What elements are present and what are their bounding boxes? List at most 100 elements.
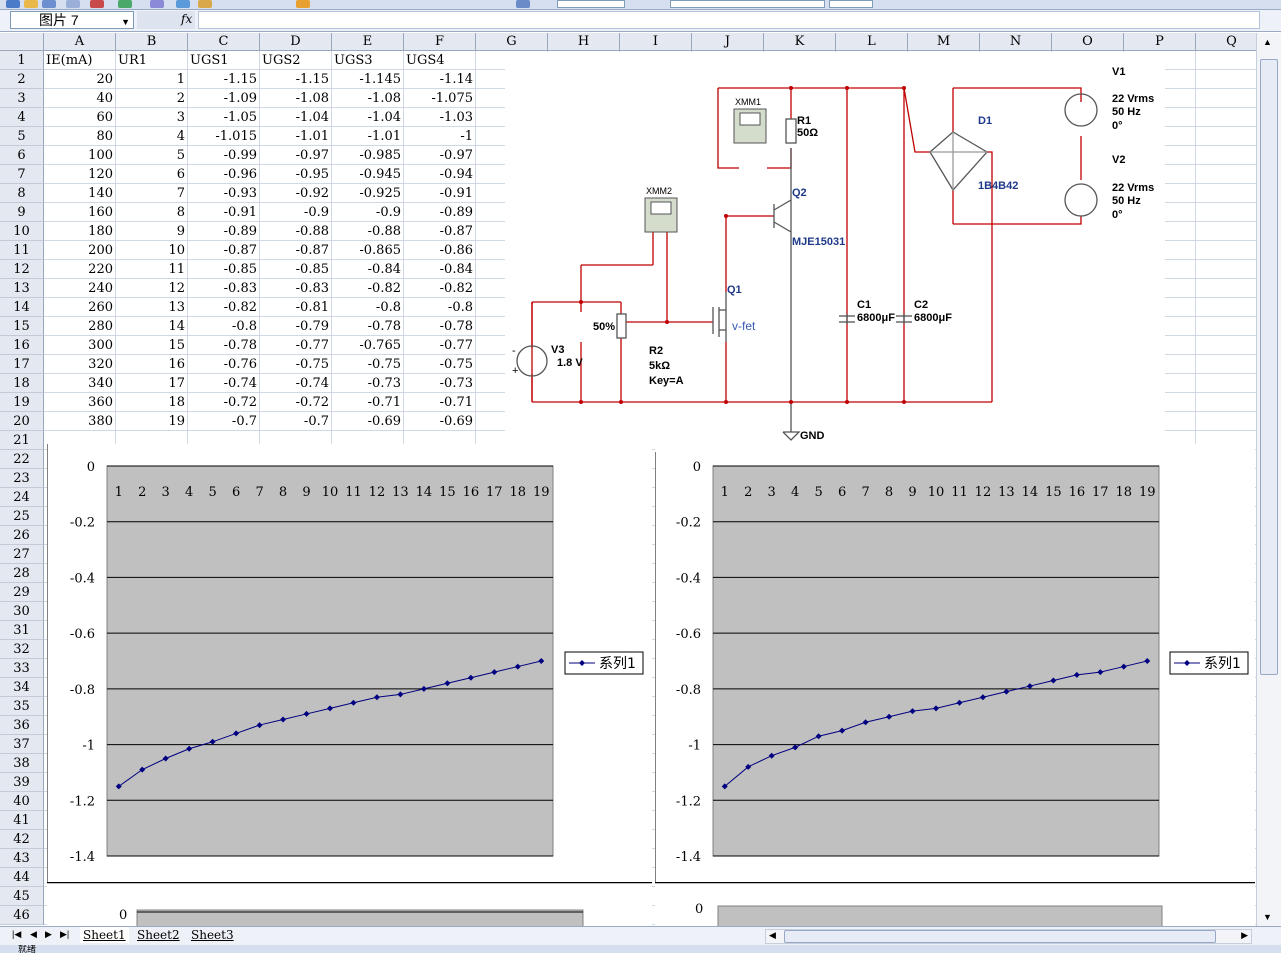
data-cell[interactable]: -0.84 bbox=[439, 262, 473, 277]
row-header-46[interactable]: 46 bbox=[0, 906, 44, 925]
row-header-31[interactable]: 31 bbox=[0, 621, 44, 640]
data-point[interactable] bbox=[538, 658, 545, 664]
save-icon[interactable] bbox=[42, 0, 56, 8]
data-cell[interactable]: -0.87 bbox=[295, 243, 329, 258]
row-header-34[interactable]: 34 bbox=[0, 678, 44, 697]
row-header-43[interactable]: 43 bbox=[0, 849, 44, 868]
tab-sheet3[interactable]: Sheet3 bbox=[191, 928, 234, 942]
data-cell[interactable]: -0.88 bbox=[295, 224, 329, 239]
data-point[interactable] bbox=[815, 733, 822, 740]
row-header-3[interactable]: 3 bbox=[0, 89, 44, 108]
next-sheet-icon[interactable]: ▶ bbox=[45, 929, 52, 939]
data-cell[interactable]: -0.78 bbox=[439, 319, 473, 334]
data-cell[interactable]: -1.15 bbox=[295, 72, 329, 87]
data-cell[interactable]: -0.82 bbox=[439, 281, 473, 296]
data-point[interactable] bbox=[768, 752, 775, 759]
row-header-11[interactable]: 11 bbox=[0, 241, 44, 260]
data-cell[interactable]: -0.85 bbox=[295, 262, 329, 277]
data-cell[interactable]: -0.82 bbox=[367, 281, 401, 296]
data-cell[interactable]: 8 bbox=[176, 205, 185, 220]
row-header-42[interactable]: 42 bbox=[0, 830, 44, 849]
row-header-13[interactable]: 13 bbox=[0, 279, 44, 298]
data-cell[interactable]: -0.75 bbox=[439, 357, 473, 372]
data-point[interactable] bbox=[303, 710, 310, 717]
data-cell[interactable]: 200 bbox=[88, 243, 113, 258]
data-point[interactable] bbox=[979, 694, 986, 701]
data-cell[interactable]: -1.15 bbox=[223, 72, 257, 87]
legend[interactable] bbox=[564, 651, 644, 675]
data-cell[interactable]: 18 bbox=[168, 395, 185, 410]
data-cell[interactable]: -0.8 bbox=[231, 319, 257, 334]
row-header-10[interactable]: 10 bbox=[0, 222, 44, 241]
column-header-o[interactable]: O bbox=[1052, 33, 1124, 51]
data-point[interactable] bbox=[327, 705, 333, 712]
row-header-22[interactable]: 22 bbox=[0, 450, 44, 469]
header-cell[interactable]: UGS3 bbox=[334, 53, 373, 68]
data-cell[interactable]: 160 bbox=[88, 205, 113, 220]
data-point[interactable] bbox=[115, 783, 122, 790]
plot-area[interactable] bbox=[106, 465, 554, 857]
data-cell[interactable]: -1.015 bbox=[215, 129, 257, 144]
data-cell[interactable]: -0.82 bbox=[223, 300, 257, 315]
column-header-n[interactable]: N bbox=[980, 33, 1052, 51]
data-cell[interactable]: 60 bbox=[96, 110, 113, 125]
data-cell[interactable]: -0.78 bbox=[223, 338, 257, 353]
data-cell[interactable]: 20 bbox=[96, 72, 113, 87]
data-cell[interactable]: -0.9 bbox=[303, 205, 329, 220]
data-cell[interactable]: -0.91 bbox=[223, 205, 257, 220]
data-point[interactable] bbox=[373, 694, 380, 701]
data-cell[interactable]: 19 bbox=[168, 414, 185, 429]
data-point[interactable] bbox=[1097, 669, 1104, 676]
header-cell[interactable]: UGS1 bbox=[190, 53, 229, 68]
column-header-q[interactable]: Q bbox=[1196, 33, 1256, 51]
data-cell[interactable]: -0.8 bbox=[447, 300, 473, 315]
data-cell[interactable]: 360 bbox=[88, 395, 113, 410]
paste-icon[interactable] bbox=[150, 0, 164, 8]
prev-sheet-icon[interactable]: ◀ bbox=[30, 929, 37, 939]
header-cell[interactable]: IE(mA) bbox=[46, 53, 93, 68]
row-header-15[interactable]: 15 bbox=[0, 317, 44, 336]
header-cell[interactable]: UGS2 bbox=[262, 53, 301, 68]
data-cell[interactable]: 140 bbox=[88, 186, 113, 201]
row-header-25[interactable]: 25 bbox=[0, 507, 44, 526]
row-header-40[interactable]: 40 bbox=[0, 792, 44, 811]
data-cell[interactable]: -1.04 bbox=[367, 110, 401, 125]
vertical-scrollbar[interactable]: ▲ ▼ bbox=[1256, 33, 1281, 926]
data-point[interactable] bbox=[350, 699, 357, 706]
data-cell[interactable]: 6 bbox=[176, 167, 185, 182]
data-point[interactable] bbox=[909, 708, 916, 715]
row-header-5[interactable]: 5 bbox=[0, 127, 44, 146]
data-cell[interactable]: 40 bbox=[96, 91, 113, 106]
column-header-m[interactable]: M bbox=[908, 33, 980, 51]
data-cell[interactable]: 15 bbox=[168, 338, 185, 353]
column-header-i[interactable]: I bbox=[620, 33, 692, 51]
row-header-1[interactable]: 1 bbox=[0, 51, 44, 70]
drawing-icon[interactable] bbox=[516, 0, 530, 8]
data-cell[interactable]: 300 bbox=[88, 338, 113, 353]
row-header-16[interactable]: 16 bbox=[0, 336, 44, 355]
tab-sheet1[interactable]: Sheet1 bbox=[80, 927, 129, 943]
data-cell[interactable]: -0.77 bbox=[439, 338, 473, 353]
column-header-p[interactable]: P bbox=[1124, 33, 1196, 51]
data-point[interactable] bbox=[467, 674, 474, 681]
data-point[interactable] bbox=[956, 699, 963, 706]
zoom-select[interactable] bbox=[557, 0, 625, 8]
row-header-37[interactable]: 37 bbox=[0, 735, 44, 754]
data-cell[interactable]: 5 bbox=[176, 148, 185, 163]
data-cell[interactable]: 280 bbox=[88, 319, 113, 334]
data-cell[interactable]: 13 bbox=[168, 300, 185, 315]
fx-icon[interactable]: fx bbox=[181, 12, 193, 26]
data-cell[interactable]: 120 bbox=[88, 167, 113, 182]
data-cell[interactable]: -0.75 bbox=[367, 357, 401, 372]
data-cell[interactable]: 17 bbox=[168, 376, 185, 391]
select-all-corner[interactable] bbox=[0, 33, 44, 51]
data-cell[interactable]: -0.79 bbox=[295, 319, 329, 334]
data-cell[interactable]: -0.84 bbox=[367, 262, 401, 277]
font-select[interactable] bbox=[670, 0, 825, 8]
data-cell[interactable]: -1.05 bbox=[223, 110, 257, 125]
data-cell[interactable]: 9 bbox=[176, 224, 185, 239]
data-cell[interactable]: -0.74 bbox=[223, 376, 257, 391]
row-header-26[interactable]: 26 bbox=[0, 526, 44, 545]
new-icon[interactable] bbox=[6, 0, 20, 8]
data-cell[interactable]: -0.94 bbox=[439, 167, 473, 182]
